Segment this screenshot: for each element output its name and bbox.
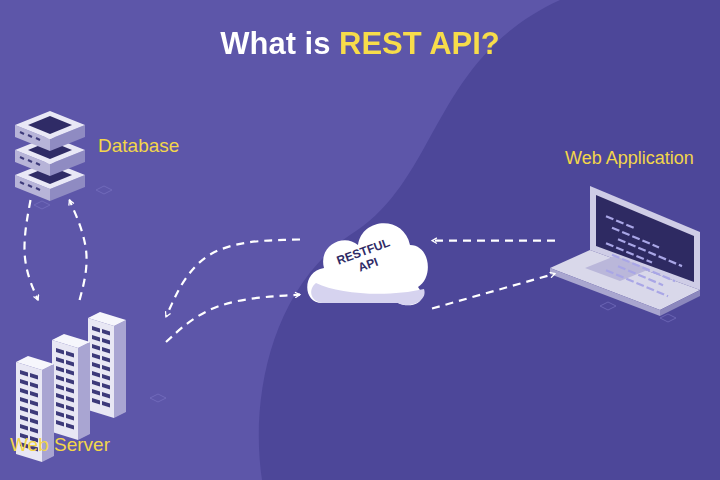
dashed-arrow: [432, 240, 555, 242]
api-cloud: RESTFUL API: [300, 205, 432, 320]
database-icon: [15, 111, 85, 201]
node-label: Web Server: [10, 300, 110, 456]
dashed-arrow: [69, 200, 86, 300]
title: What is REST API?: [220, 26, 500, 62]
title-bar: What is REST API?: [0, 26, 720, 62]
dashed-arrow: [432, 274, 555, 309]
dashed-arrow: [166, 240, 300, 317]
web-server-node: Web Server: [6, 300, 166, 468]
database-node: Database: [10, 105, 215, 200]
node-label: Database: [98, 105, 179, 157]
dashed-arrow: [166, 295, 300, 342]
background-wave: [259, 0, 720, 480]
laptop-icon: [550, 186, 700, 316]
web-application-node: Web Application: [555, 145, 715, 310]
dashed-arrow: [24, 200, 38, 300]
node-label: Web Application: [565, 145, 694, 169]
decor-diamonds: [34, 186, 676, 402]
